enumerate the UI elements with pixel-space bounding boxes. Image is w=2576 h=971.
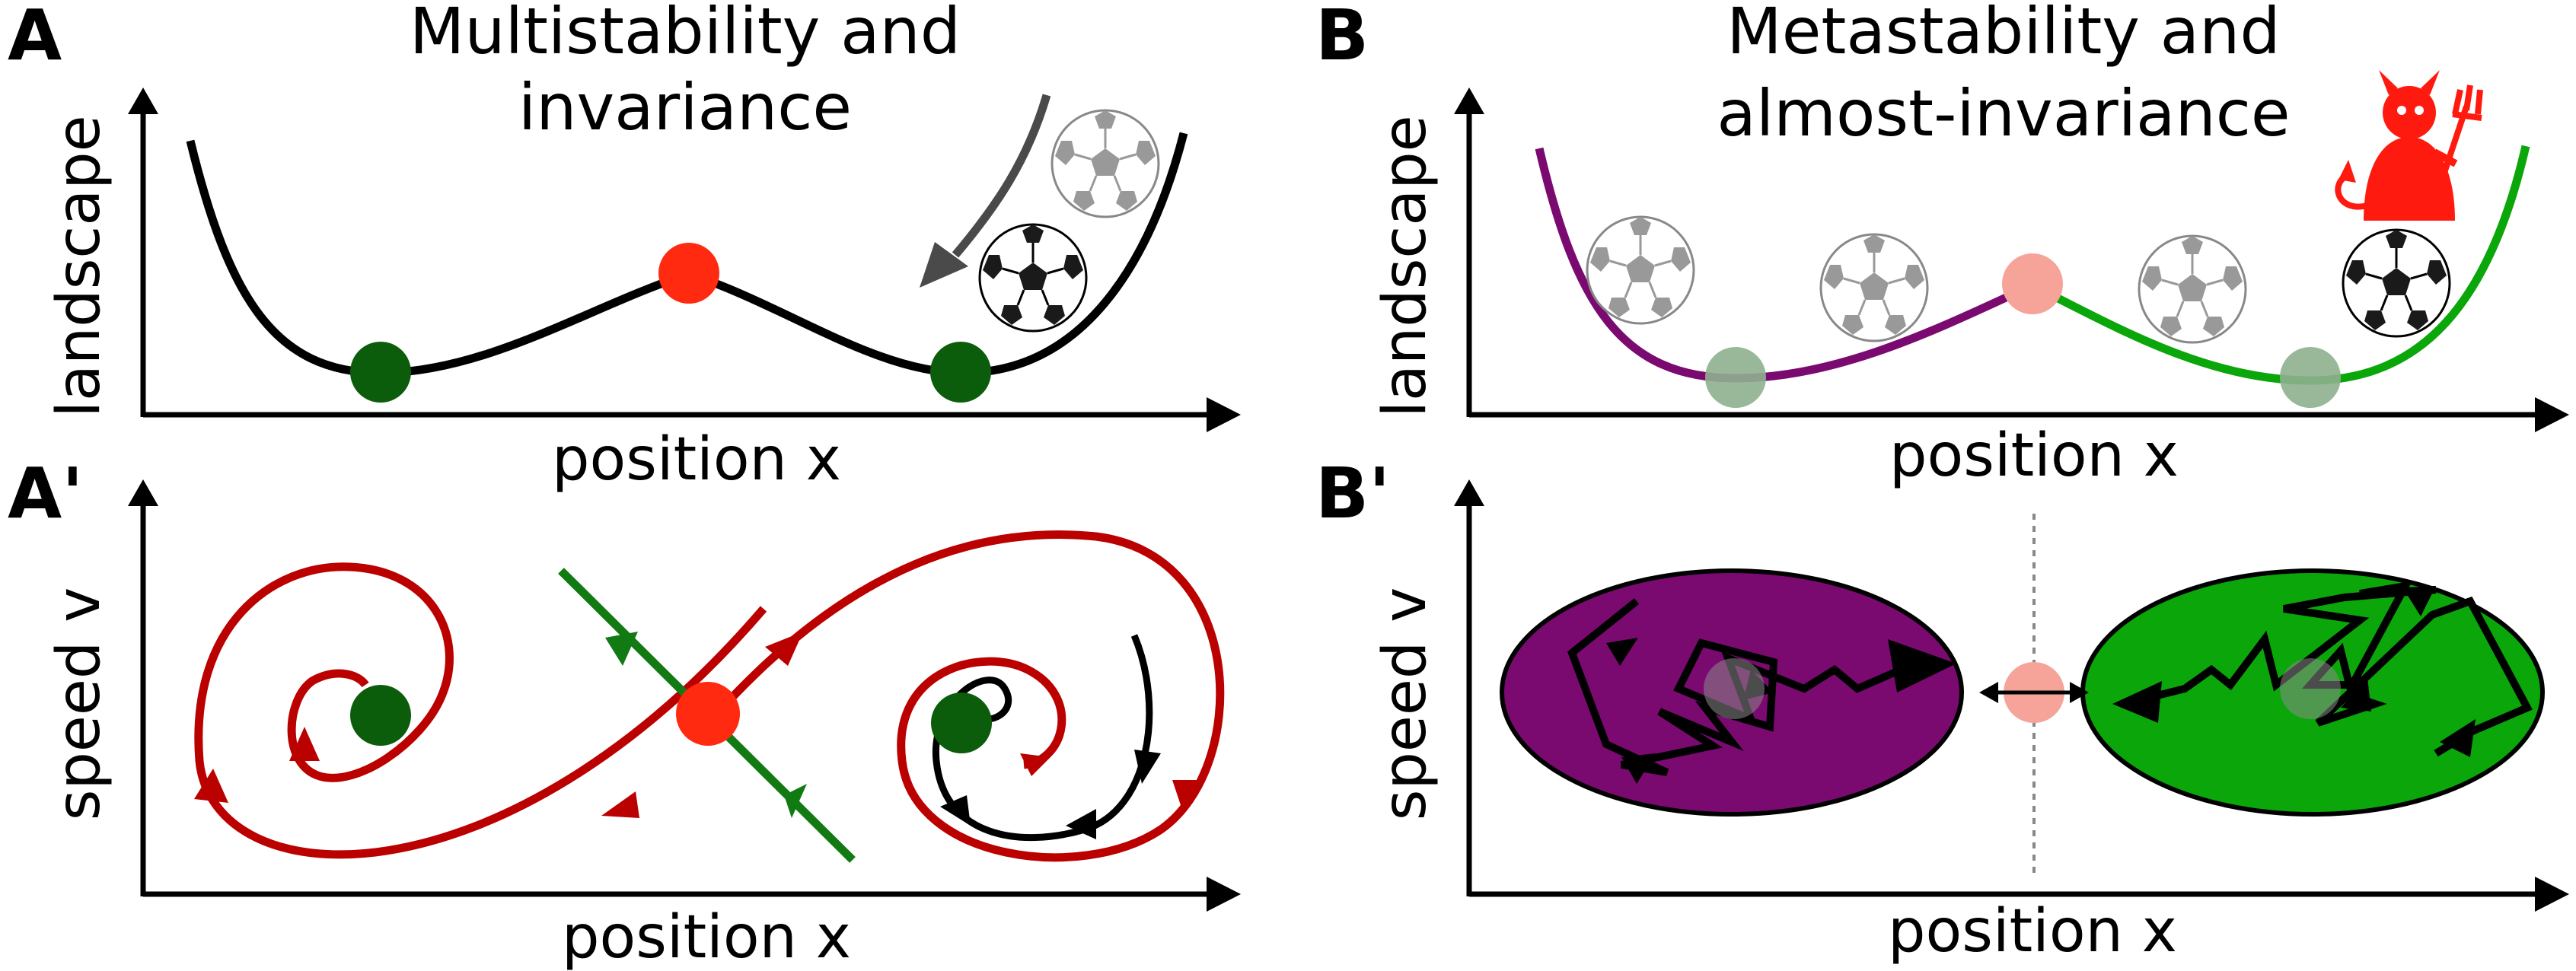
panel-b-title-line1: Metastability and	[1726, 0, 2280, 68]
panel-a-prime-spiral-left	[194, 562, 767, 859]
panel-a-title-line2: invariance	[518, 70, 852, 145]
devil-icon	[2335, 70, 2483, 221]
panel-a-title-line1: Multistability and	[410, 0, 961, 68]
panel-a-prime: A' speed v position x	[8, 453, 1241, 971]
panel-a-prime-black-arrowhead	[1134, 750, 1161, 784]
panel-a-prime-x-arrow	[1207, 877, 1241, 912]
devil-eye	[2397, 106, 2406, 115]
panel-a-prime-ylabel: speed v	[45, 587, 113, 821]
panel-a: A Multistability and invariance landscap…	[8, 0, 1241, 494]
soccer-ball-icon	[978, 223, 1088, 333]
panel-a-xlabel: position x	[552, 425, 841, 494]
panel-b-landscape-right	[2030, 145, 2530, 385]
panel-b-y-arrow	[1454, 88, 1484, 114]
panel-b-prime-walk-arrowhead	[1621, 753, 1656, 784]
panel-b-prime-walk-arrowhead	[2341, 677, 2371, 712]
panel-a-prime-arrowhead	[1172, 780, 1203, 814]
panel-a-prime-unstable-point	[676, 682, 740, 746]
panel-a-prime-black-arrowhead	[940, 795, 971, 826]
panel-b: B Metastability and almost-invariance la…	[1315, 0, 2569, 490]
panel-a-prime-manifold-arrowhead	[605, 632, 638, 666]
soccer-ball-icon	[1819, 233, 1929, 342]
panel-b-xlabel: position x	[1889, 422, 2179, 490]
panel-b-ylabel: landscape	[1371, 115, 1439, 417]
panel-b-prime-walk-right	[2122, 581, 2533, 757]
panel-b-prime-double-arrowhead-right	[2070, 682, 2089, 703]
panel-a-prime-arrowhead	[289, 727, 320, 761]
panel-a-unstable-point	[658, 243, 719, 304]
soccer-ball-icon	[1586, 215, 1695, 325]
panel-b-prime-walk-arrowhead	[2405, 586, 2436, 616]
panel-a-prime-stable-point-left	[350, 685, 411, 746]
panel-letter-b: B	[1315, 0, 1369, 76]
panel-a-prime-spiral-right	[712, 530, 1225, 862]
panel-b-prime-double-arrowhead-left	[1979, 682, 1998, 703]
panel-a-prime-arrowhead	[765, 632, 803, 666]
soccer-ball-icon	[2138, 234, 2247, 344]
panel-letter-b-prime: B'	[1315, 453, 1390, 534]
panel-b-x-arrow	[2535, 397, 2569, 432]
panel-a-ylabel: landscape	[45, 115, 113, 417]
panel-b-prime-ylabel: speed v	[1371, 587, 1439, 821]
panel-b-stable-point-left	[1705, 347, 1766, 408]
devil-eye	[2415, 106, 2424, 115]
panel-a-prime-axes	[140, 502, 1210, 897]
panel-a-prime-arrowhead	[1020, 753, 1050, 776]
panel-a-stable-point-left	[350, 342, 411, 403]
panel-b-prime-xlabel: position x	[1888, 897, 2177, 966]
panel-a-prime-xlabel: position x	[562, 903, 851, 971]
panel-b-prime-walk-arrowhead	[2112, 681, 2162, 723]
panel-a-roll-arrow	[952, 94, 1051, 258]
panel-a-x-arrow	[1207, 397, 1241, 432]
panel-a-prime-y-arrow	[128, 479, 158, 506]
panel-a-prime-arrowhead	[194, 769, 228, 803]
soccer-ball-icon	[1050, 109, 1160, 218]
panel-a-axes	[140, 110, 1210, 418]
panel-b-axes	[1466, 110, 2535, 418]
panel-a-y-arrow	[128, 88, 158, 114]
soccer-ball-icon	[2342, 228, 2451, 338]
panel-b-prime-stable-point-left	[1704, 658, 1765, 719]
panel-b-prime-walk-arrowhead	[2440, 719, 2476, 757]
panel-b-prime-walk-arrowhead	[1606, 638, 1638, 666]
panel-b-title-line2: almost-invariance	[1717, 76, 2290, 151]
panel-a-roll-arrowhead	[920, 242, 968, 288]
panel-b-prime-stable-point-right	[2280, 658, 2341, 719]
panel-a-stable-point-right	[930, 342, 991, 403]
panel-b-prime-walk-left	[1567, 598, 1921, 776]
panel-letter-a: A	[8, 0, 62, 76]
panel-a-prime-stable-point-right	[931, 692, 992, 753]
panel-b-stable-point-right	[2280, 347, 2341, 408]
panel-a-prime-black-arrowhead	[1066, 809, 1096, 839]
panel-letter-a-prime: A'	[8, 453, 83, 534]
panel-b-prime-walk-arrowhead	[1888, 639, 1956, 692]
panel-a-prime-manifold-arrowhead	[784, 784, 807, 818]
panel-b-prime-axes	[1466, 502, 2535, 897]
panel-b-prime-x-arrow	[2535, 877, 2569, 912]
panel-b-unstable-point	[2002, 253, 2063, 314]
panel-b-prime: B' speed v position x	[1315, 453, 2569, 966]
panel-a-prime-arrowhead	[601, 791, 639, 818]
panel-b-prime-y-arrow	[1454, 479, 1484, 506]
